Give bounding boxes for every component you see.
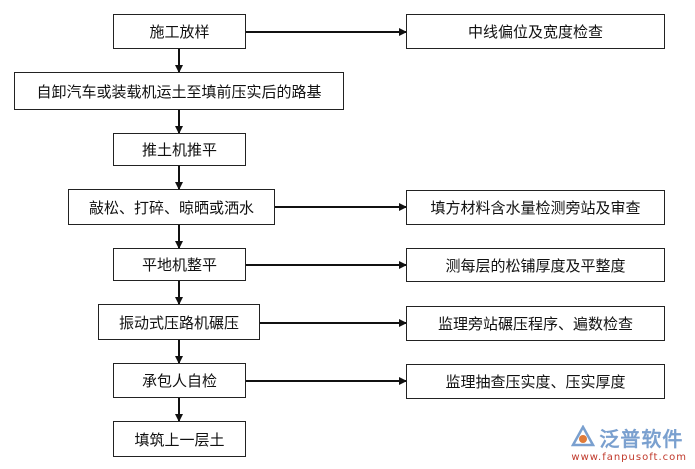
check-centerline-width: 中线偏位及宽度检查: [406, 14, 665, 49]
check-loose-thickness: 测每层的松铺厚度及平整度: [406, 248, 665, 282]
step-grader-level: 平地机整平: [113, 248, 246, 281]
check-compaction-sampling: 监理抽查压实度、压实厚度: [406, 364, 665, 399]
step-bulldozer-level: 推土机推平: [113, 133, 246, 166]
watermark-brand: 泛普软件: [599, 427, 684, 451]
watermark: 泛普软件 www.fanpusoft.com: [571, 423, 687, 463]
check-fill-moisture: 填方材料含水量检测旁站及审查: [406, 190, 665, 225]
fanpu-logo-icon: [571, 423, 596, 451]
step-haul-soil: 自卸汽车或装载机运土至填前压实后的路基: [14, 72, 344, 110]
step-contractor-self-check: 承包人自检: [113, 363, 246, 398]
step-loosen-dry-water: 敲松、打碎、晾晒或洒水: [68, 189, 275, 225]
step-fill-next-layer: 填筑上一层土: [113, 421, 246, 457]
watermark-url: www.fanpusoft.com: [571, 452, 687, 463]
step-vibratory-roller: 振动式压路机碾压: [98, 304, 260, 340]
step-construction-layout: 施工放样: [113, 14, 246, 49]
check-rolling-supervision: 监理旁站碾压程序、遍数检查: [406, 306, 665, 341]
